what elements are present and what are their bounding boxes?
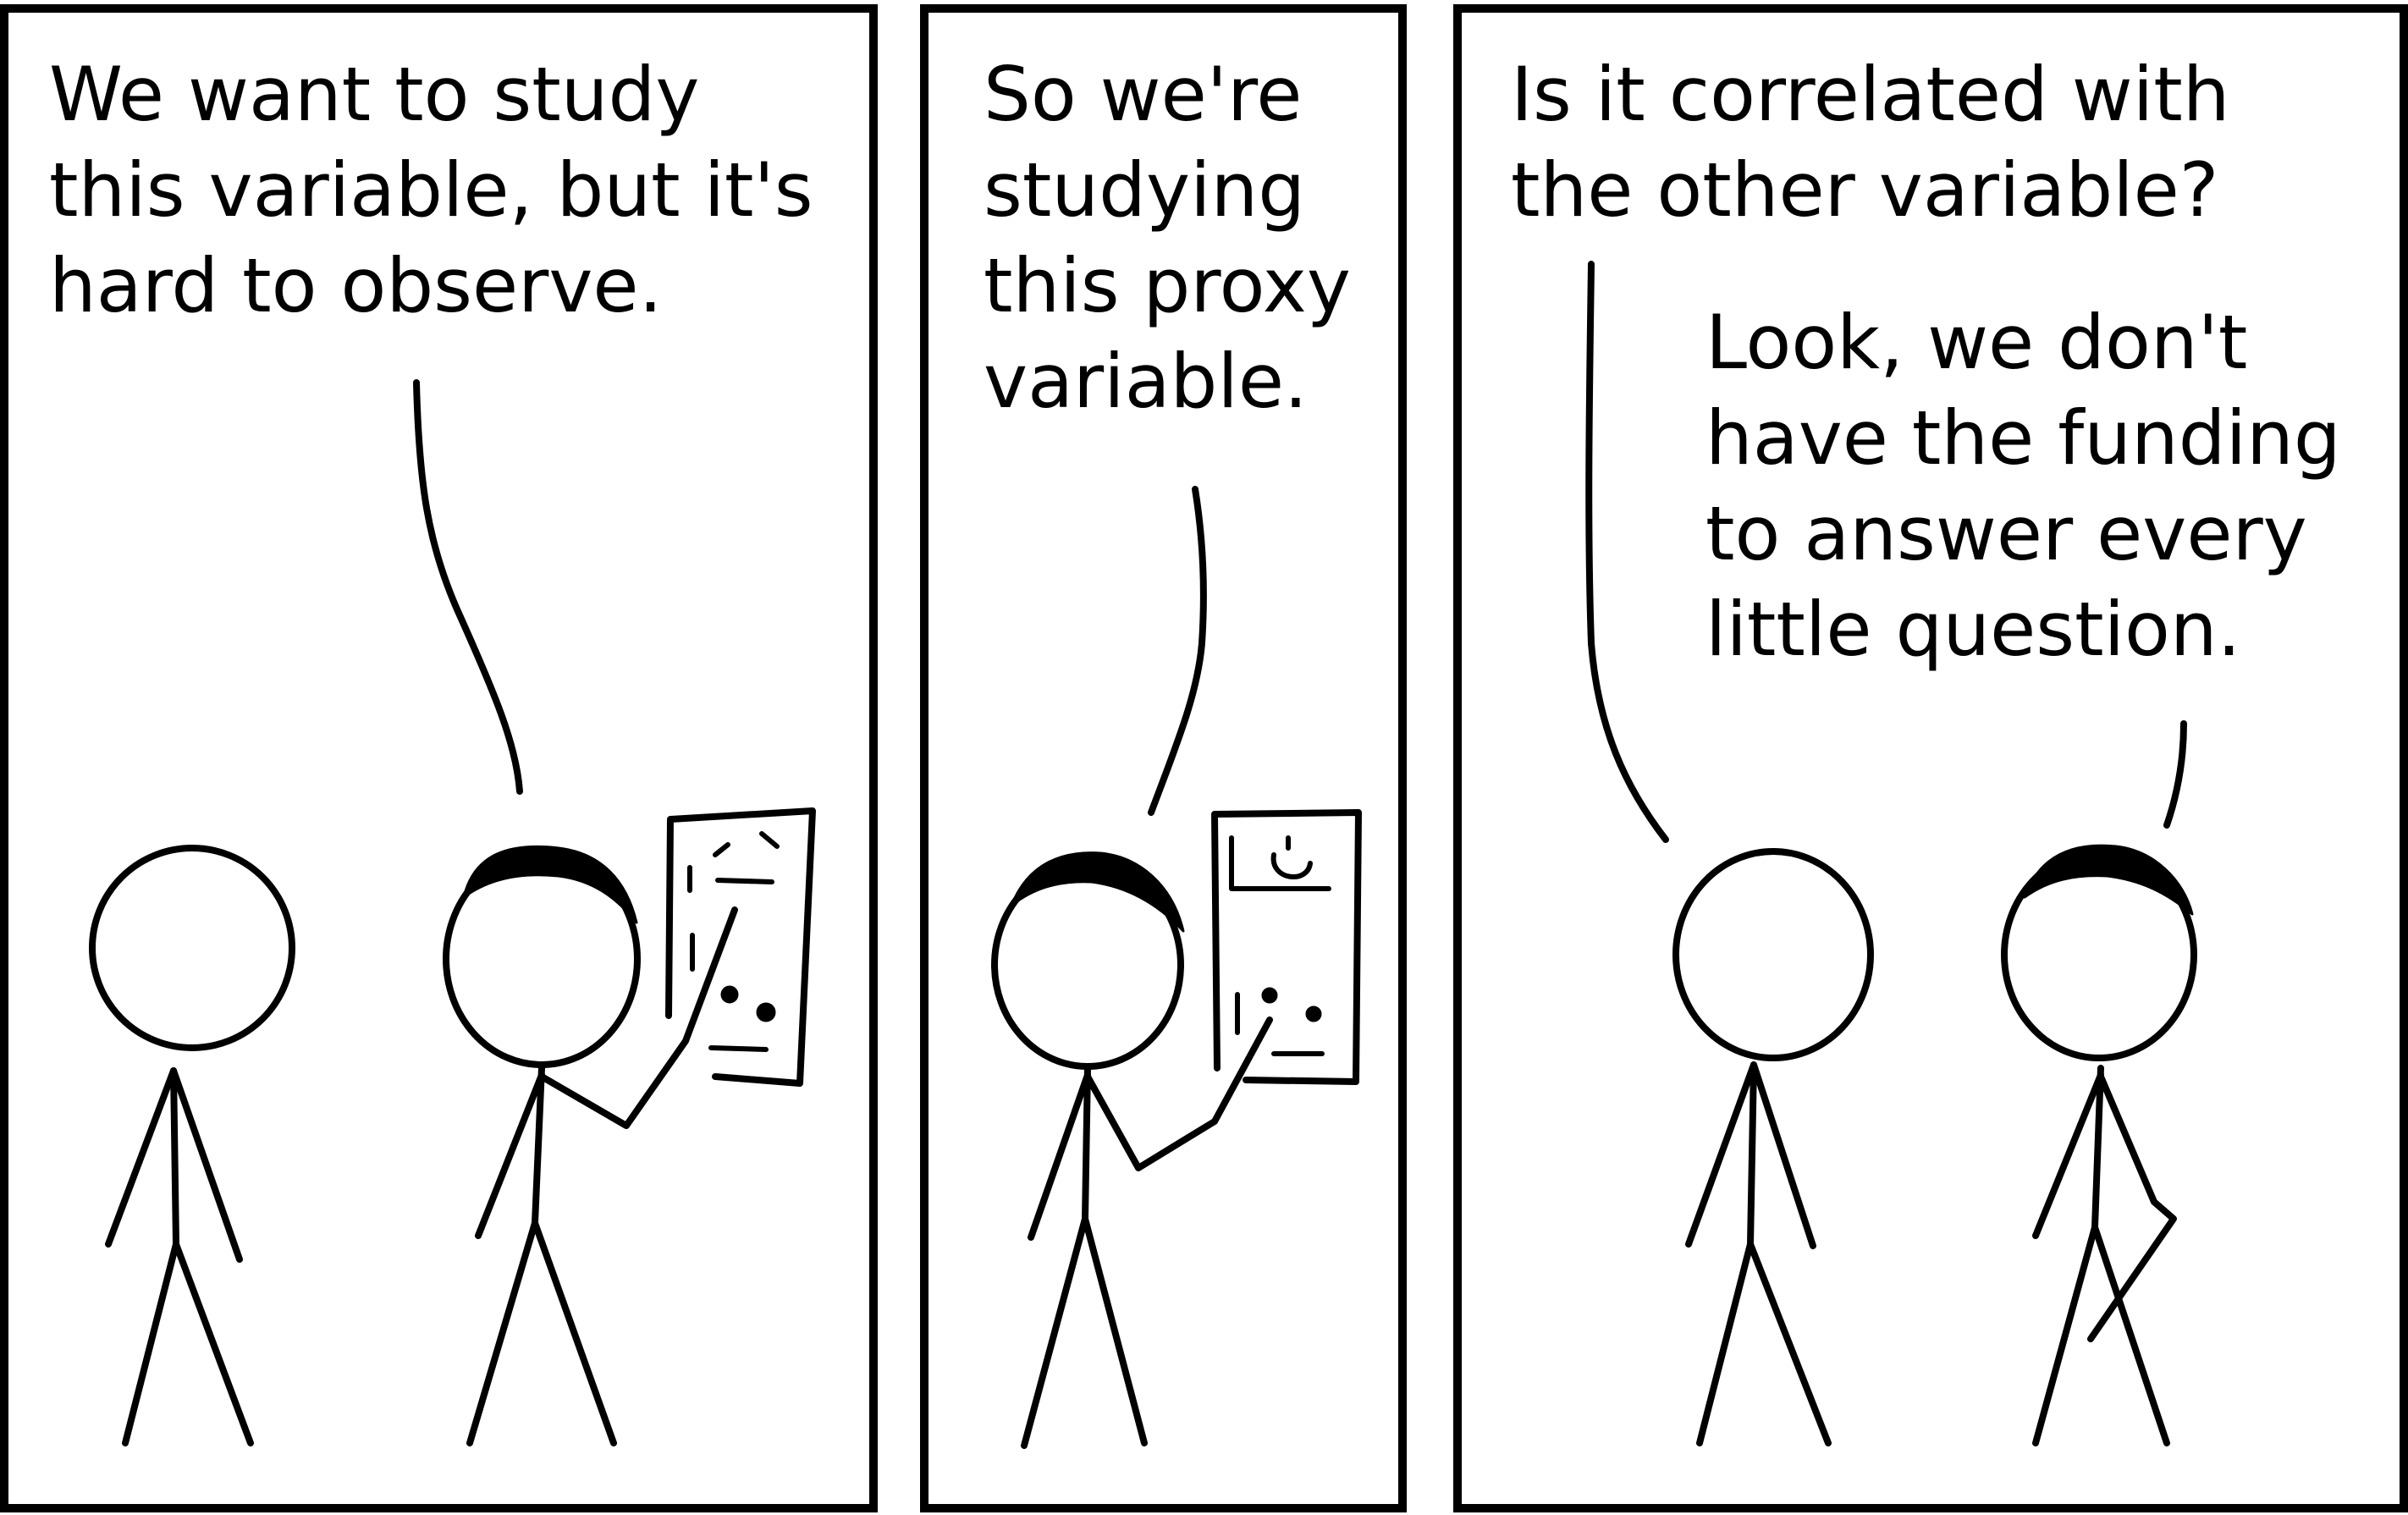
panel-3-caption: Is it correlated with the other variable… [1511, 51, 2253, 234]
arms [1685, 1061, 1816, 1249]
hair [462, 845, 638, 924]
speech-line [413, 379, 523, 795]
hair [2023, 844, 2194, 916]
reply-line: have the funding [1705, 394, 2341, 482]
reply-line: little question. [1705, 586, 2241, 673]
caption-line: the other variable? [1511, 146, 2219, 234]
panel-1-frame [0, 4, 878, 1512]
panel-2: So we're studying this proxy variable. [920, 4, 1407, 1512]
panel-3: Is it correlated with the other variable… [1453, 4, 2408, 1512]
caption-line: So we're [984, 51, 1302, 138]
body [1082, 1065, 1091, 1222]
legs [466, 1220, 617, 1446]
stick-figure-responder [2001, 844, 2197, 1446]
poster-doodle [687, 831, 780, 1052]
poster-doodle [1229, 835, 1331, 1056]
poster-frame [1211, 809, 1362, 1085]
stick-figure-presenter [991, 851, 1273, 1449]
chart-poster [665, 807, 816, 1087]
poster-dot [756, 1002, 776, 1022]
panel-1: We want to study this variable, but it's… [0, 4, 878, 1512]
legs [1696, 1241, 1832, 1446]
panel-1-caption: We want to study this variable, but it's… [49, 51, 837, 329]
head [89, 845, 295, 1051]
legs [2032, 1224, 2170, 1446]
arm-left [1028, 1072, 1091, 1241]
head [1672, 848, 1874, 1061]
poster-frame [665, 807, 816, 1087]
caption-line: this variable, but it's [49, 146, 813, 234]
poster-dot [1261, 987, 1278, 1004]
body [170, 1067, 179, 1248]
stick-figure-presenter [443, 845, 738, 1446]
caption-line: We want to study [49, 51, 700, 138]
arm-left [475, 1072, 545, 1239]
body [1747, 1061, 1757, 1248]
reply-line: to answer every [1705, 490, 2307, 577]
poster-dot [720, 985, 739, 1004]
stick-figure-listener [89, 845, 295, 1446]
panel-2-frame [920, 4, 1407, 1512]
legs [1021, 1215, 1148, 1449]
caption-line: Is it correlated with [1511, 51, 2230, 138]
speech-line-question [1585, 261, 1669, 843]
caption-line: hard to observe. [49, 242, 663, 329]
chart-poster [1211, 809, 1362, 1085]
arm-right [2087, 1073, 2177, 1342]
panel-3-reply: Look, we don't have the funding to answe… [1705, 299, 2365, 673]
reply-line: Look, we don't [1705, 299, 2247, 386]
legs [122, 1241, 254, 1446]
poster-dot [1305, 1005, 1322, 1022]
arm-pointing [538, 906, 738, 1129]
hair [1010, 851, 1185, 933]
arm-left [2032, 1072, 2104, 1239]
panel-2-caption: So we're studying this proxy variable. [984, 51, 1375, 425]
speech-line-reply [2163, 720, 2187, 829]
caption-line: studying [984, 146, 1305, 234]
speech-line [1148, 486, 1207, 816]
body [532, 1065, 545, 1226]
stick-figure-questioner [1672, 848, 1874, 1446]
caption-line: this proxy [984, 242, 1351, 329]
arm-pointing [1084, 1016, 1273, 1171]
body [2091, 1065, 2104, 1231]
arms [105, 1067, 243, 1263]
caption-line: variable. [984, 338, 1308, 425]
